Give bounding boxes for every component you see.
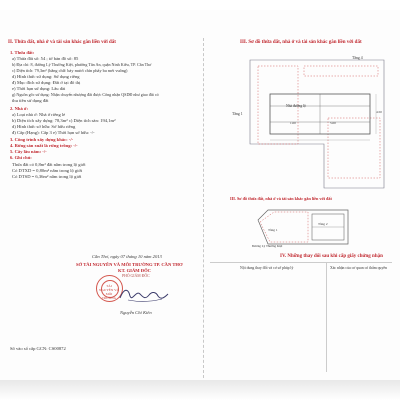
changes-col-content: Nội dung thay đổi và cơ sở pháp lý	[240, 266, 294, 270]
map-dim-1: 1.00	[290, 121, 296, 125]
changes-divider	[326, 262, 327, 372]
note-line: Thửa đất có 0,8m² đất nằm trong lộ giới	[12, 162, 86, 167]
map2-label-floor1: Tầng 1	[268, 228, 278, 232]
map-dim-2: 5.00	[330, 121, 336, 125]
changes-col-confirm: Xác nhận của cơ quan có thẩm quyền	[330, 266, 387, 270]
parcel-map-bottom	[257, 209, 349, 245]
map2-note: Đường Lý Thường Kiệt	[252, 244, 283, 248]
parcel-line: e) Thời hạn sử dụng: Lâu dài	[12, 86, 66, 91]
planted-forest: 4. Rừng sản xuất là rừng trồng: -/-	[10, 143, 78, 148]
parcel-line: d) Hình thức sử dụng: Sử dụng riêng	[12, 74, 80, 79]
perennial-trees: 5. Cây lâu năm: -/-	[10, 149, 47, 154]
parcel-line: thu tiền sử dụng đất	[12, 98, 49, 103]
signature-icon	[119, 289, 169, 302]
house-line: đ) Cấp (Hạng): Cấp 3 e) Thời hạn sở hữu:…	[12, 130, 95, 135]
parcel-line: đ) Mục đích sử dụng: Đất ở tại đô thị	[12, 80, 81, 85]
note-line: Có DTXD = 0,80m² nằm trong lộ giới	[12, 168, 83, 173]
parcel-line: g) Nguồn gốc sử dụng: Nhận chuyển nhượng…	[12, 92, 159, 97]
issue-date: Cần Thơ, ngày 07 tháng 10 năm 2013	[92, 254, 162, 259]
map-label-floor1: Tầng 1	[232, 112, 243, 116]
map2-label-floor2: Tầng 2	[318, 222, 328, 226]
house-line: a) Loại nhà ở: Nhà ở riêng lẻ	[12, 112, 66, 117]
signer-name: Nguyễn Chí Kiên	[120, 310, 152, 315]
house-heading: 2. Nhà ở:	[10, 106, 28, 111]
changes-top-rule	[210, 262, 392, 263]
note-line: Có DTSD = 6,36m² nằm trong lộ giới	[12, 174, 82, 179]
agency-name: SỞ TÀI NGUYÊN VÀ MÔI TRƯỜNG TP. CẦN THƠ	[76, 262, 183, 267]
other-structures: 3. Công trình xây dựng khác: -/-	[10, 137, 74, 142]
agency-subrole: PHÓ GIÁM ĐỐC	[122, 274, 150, 278]
house-line: b) Diện tích xây dựng: 78,3m² c) Diện tí…	[12, 118, 116, 123]
parcel-heading: 1. Thửa đất:	[10, 50, 35, 55]
map-label-street: Nhà đường lộ	[286, 104, 306, 108]
page-bottom	[0, 380, 400, 400]
notes-heading: 6. Ghi chú:	[10, 155, 32, 160]
changes-title: IV. Những thay đổi sau khi cấp giấy chứn…	[280, 254, 383, 259]
right-header: III. Sơ đồ thửa đất, nhà ở và tài sản kh…	[240, 40, 362, 45]
scan-edge	[0, 0, 400, 10]
parcel-line: c) Diện tích: 79,3m² (bằng chữ: bảy mươi…	[12, 68, 128, 73]
seal-text: TÀI NGUYÊN VÀ MÔI TRƯỜNG	[99, 284, 119, 300]
house-line: d) Hình thức sở hữu: Sở hữu riêng	[12, 124, 76, 129]
map-dim-3: 4.50	[376, 110, 382, 114]
parcel-map-top	[249, 59, 385, 189]
registry-number: Số vào sổ cấp GCN: CS00872	[10, 346, 66, 351]
official-seal: TÀI NGUYÊN VÀ MÔI TRƯỜNG	[96, 275, 123, 302]
map-label-floor4: Tầng 4	[352, 56, 363, 60]
parcel-line: b) Địa chỉ: 8, đường Lý Thường Kiệt, phư…	[12, 62, 152, 67]
left-header: II. Thửa đất, nhà ở và tài sản khác gắn …	[8, 40, 116, 45]
agency-role: KT. GIÁM ĐỐC	[118, 268, 151, 273]
parcel-line: a) Thửa đất số: 54 ; tờ bản đồ số: 85	[12, 56, 79, 61]
column-divider	[203, 38, 205, 378]
right-subheader: III. Sơ đồ thửa đất, nhà ở và tài sản kh…	[230, 196, 332, 201]
